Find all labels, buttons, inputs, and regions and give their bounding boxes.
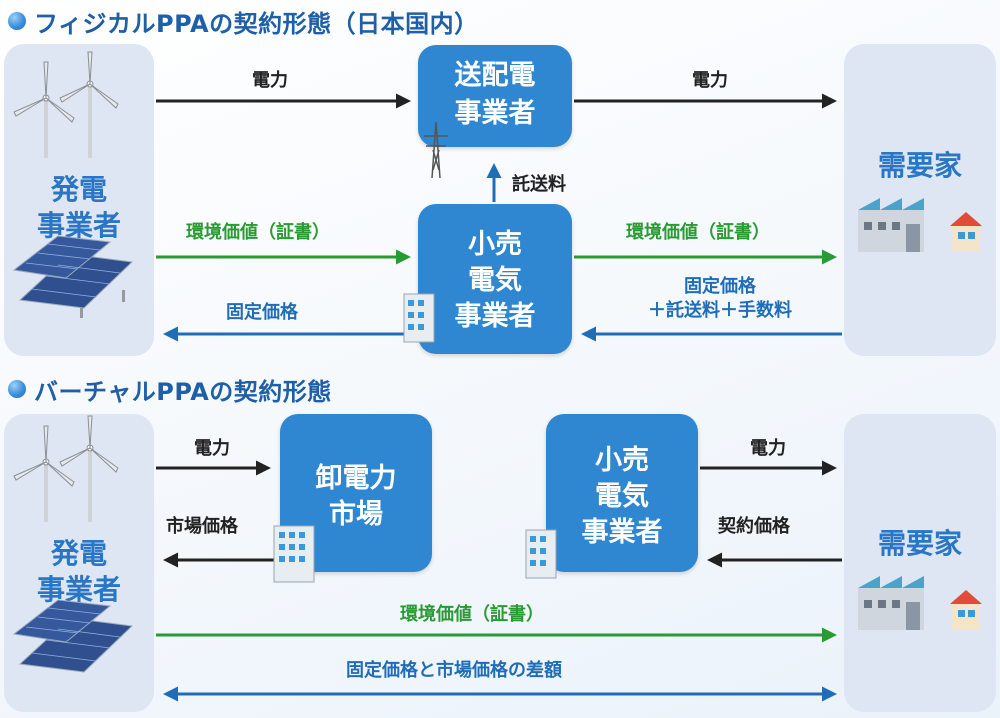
office-building-icon [403, 293, 435, 343]
factory-icon-2 [858, 576, 924, 630]
power-label-1a: 電力 [252, 70, 288, 91]
power-label-1b: 電力 [692, 70, 728, 91]
section1-bullet-icon [8, 12, 26, 30]
env-value-label-1a: 環境価値（証書） [186, 222, 330, 243]
market-price-label: 市場価格 [166, 516, 238, 537]
generator-label-line2: 事業者 [36, 209, 121, 242]
generator-label-line1: 発電 [50, 173, 107, 206]
consumer-price-line2: ＋託送料＋手数料 [648, 300, 792, 321]
generator2-label-line2: 事業者 [36, 573, 121, 606]
power-label-2a: 電力 [194, 438, 230, 459]
retailer-box-2: 小売 電気 事業者 [546, 414, 698, 572]
retailer2-label-line1: 小売 [595, 445, 649, 476]
transmission-label-line2: 事業者 [454, 98, 536, 129]
office-building-icon-2 [273, 525, 315, 583]
section1-heading: フィジカルPPAの契約形態（日本国内） [34, 10, 479, 38]
retailer-label-line3: 事業者 [454, 301, 536, 332]
transmission-label-line1: 送配電 [454, 60, 536, 91]
env-value-label-1b: 環境価値（証書） [626, 222, 770, 243]
solar-panel-icon-2 [12, 599, 134, 673]
wholesale-label-line1: 卸電力 [315, 463, 397, 494]
section2-heading: バーチャルPPAの契約形態 [34, 378, 332, 406]
env-value-label-2: 環境価値（証書） [400, 604, 544, 625]
wind-turbine-icon-2 [13, 415, 119, 522]
difference-label: 固定価格と市場価格の差額 [346, 660, 562, 681]
retailer-label-line1: 小売 [468, 229, 522, 260]
retailer2-label-line3: 事業者 [581, 517, 663, 548]
section2-bullet-icon [8, 380, 26, 398]
generator2-label-line1: 発電 [50, 537, 107, 570]
house-icon-2 [950, 590, 982, 630]
consumer-price-line1: 固定価格 [684, 276, 756, 297]
consumer2-label: 需要家 [877, 527, 962, 560]
office-building-icon-3 [525, 529, 557, 579]
wind-turbine-icon [13, 51, 119, 158]
wheeling-fee-label: 託送料 [512, 174, 566, 195]
solar-panel-icon [12, 235, 134, 318]
fixed-price-label-1: 固定価格 [226, 302, 298, 323]
consumer-label: 需要家 [877, 149, 962, 182]
wholesale-label-line2: 市場 [329, 499, 383, 530]
contract-price-label: 契約価格 [718, 516, 790, 537]
house-icon [950, 212, 982, 252]
consumer-panel-1: 需要家 [844, 44, 996, 356]
transmission-operator-box: 送配電 事業者 [418, 45, 572, 147]
transmission-tower-icon [424, 121, 448, 179]
retailer2-label-line2: 電気 [595, 481, 649, 512]
retailer-label-line2: 電気 [468, 265, 522, 296]
factory-icon [858, 198, 924, 252]
power-label-2b: 電力 [750, 438, 786, 459]
consumer-panel-2: 需要家 [844, 414, 996, 712]
retailer-box-1: 小売 電気 事業者 [418, 204, 572, 354]
